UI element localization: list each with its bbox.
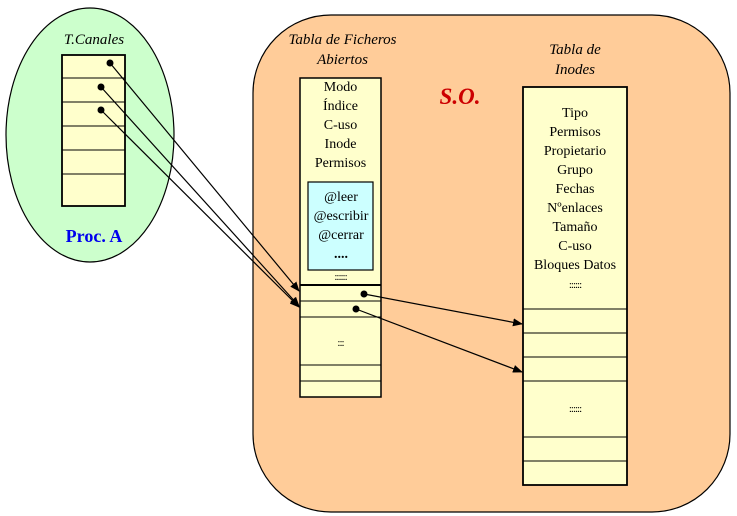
pointer-dot	[106, 59, 114, 67]
pointer-arrow	[100, 109, 300, 308]
inodes-middle-dots: ::::::	[568, 403, 582, 415]
inode-field-usage-count: C-uso	[558, 239, 592, 254]
field-mode: Modo	[323, 80, 358, 95]
file-to-inode-arrows	[352, 290, 523, 373]
inodes-title-line1: Tabla de	[549, 42, 601, 58]
inode-field-links: Nºenlaces	[547, 201, 603, 216]
operations-list: @leer @escribir @cerrar ....	[308, 188, 374, 264]
operation-write: @escribir	[313, 209, 369, 224]
inodes-title-line2: Inodes	[555, 62, 595, 78]
open-files-separator-dots: ::::::	[334, 271, 347, 283]
operations-box	[307, 181, 374, 271]
pointer-dot	[97, 83, 105, 91]
inode-field-owner: Propietario	[543, 144, 607, 159]
inode-field-group: Grupo	[557, 163, 593, 178]
operation-read: @leer	[324, 190, 358, 205]
pointer-dot	[97, 106, 105, 114]
open-files-title-line2: Abiertos	[317, 52, 368, 68]
pointer-arrow	[109, 62, 300, 292]
field-usage-count: C-uso	[323, 118, 358, 133]
open-files-middle-dots: :::	[337, 337, 344, 349]
inode-fields: Tipo Permisos Propietario Grupo Fechas N…	[523, 104, 627, 275]
open-files-table	[299, 77, 382, 398]
pointer-arrow	[355, 308, 523, 373]
field-inode: Inode	[324, 137, 357, 152]
inode-field-permissions: Permisos	[549, 125, 601, 140]
pointer-dot	[352, 305, 360, 313]
inode-field-data-blocks: Bloques Datos	[533, 258, 617, 273]
inodes-table	[522, 86, 628, 486]
field-permissions: Permisos	[314, 156, 367, 171]
process-label: Proc. A	[65, 226, 123, 246]
pointer-arrow	[100, 86, 300, 307]
channel-to-file-arrows	[97, 59, 300, 308]
pointer-arrow	[363, 293, 523, 327]
inode-field-size: Tamaño	[552, 220, 598, 235]
pointer-dot	[360, 290, 368, 298]
inode-field-dates: Fechas	[555, 182, 595, 197]
channel-table	[61, 54, 126, 207]
operation-close: @cerrar	[318, 228, 364, 243]
open-files-title-line1: Tabla de Ficheros	[288, 32, 397, 48]
os-label: S.O.	[439, 84, 481, 109]
inodes-separator-dots: ::::::	[568, 279, 582, 291]
field-index: Índice	[323, 99, 358, 114]
operation-more: ....	[334, 247, 348, 262]
inode-field-type: Tipo	[562, 106, 588, 121]
channel-table-title: T.Canales	[63, 32, 125, 48]
open-files-fields: Modo Índice C-uso Inode Permisos	[300, 78, 381, 173]
